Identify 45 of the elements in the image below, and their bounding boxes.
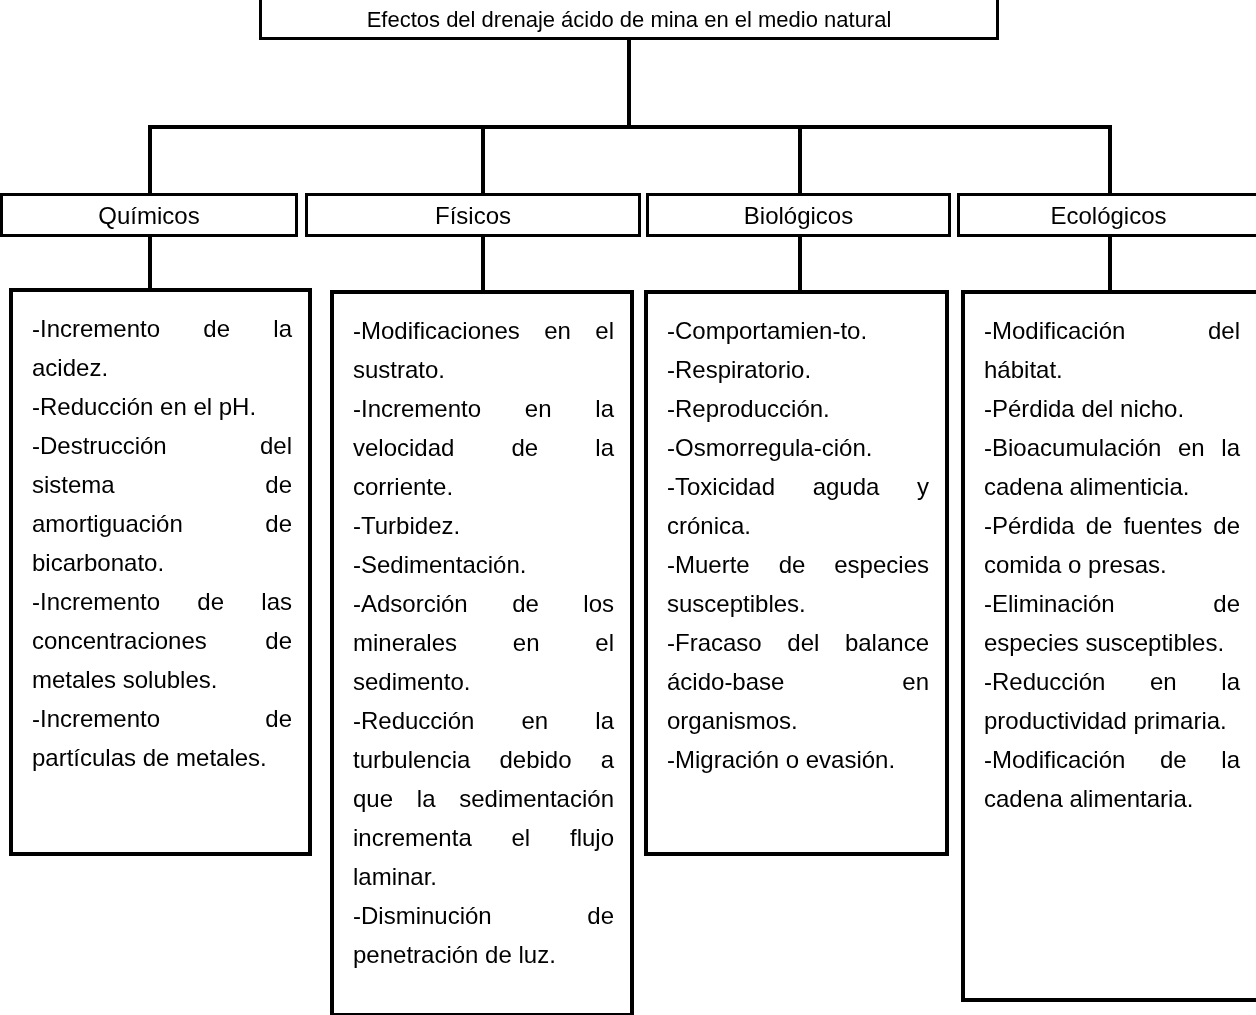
- effects-list-box: [330, 290, 634, 1015]
- connector-line: [481, 237, 485, 290]
- effect-item: -Incremento en la velocidad de la corriente.: [353, 394, 614, 502]
- effect-item: -Incremento de las concentraciones de metales solubles.: [32, 587, 292, 695]
- category-label: Físicos: [435, 201, 511, 231]
- effect-item: -Reducción en la productividad primaria.: [984, 667, 1240, 736]
- category-label: Ecológicos: [1050, 201, 1167, 231]
- effect-item: -Pérdida de fuentes de comida o presas.: [984, 511, 1240, 580]
- connector-line: [148, 237, 152, 288]
- category-box: [646, 193, 951, 237]
- category-box: [957, 193, 1256, 237]
- category-label: Químicos: [98, 201, 200, 231]
- title-text: Efectos del drenaje ácido de mina en el medio natural: [366, 6, 892, 34]
- effect-item: -Fracaso del balance ácido-base en organismos.: [667, 628, 929, 736]
- effect-item: -Bioacumulación en la cadena alimenticia.: [984, 433, 1240, 502]
- effect-item: -Comportamien-to.: [667, 316, 869, 346]
- category-box: [0, 193, 298, 237]
- effect-item: -Incremento de la acidez.: [32, 314, 292, 383]
- effect-item: -Pérdida del nicho.: [984, 394, 1186, 424]
- effect-item: -Disminución de penetración de luz.: [353, 901, 614, 970]
- effect-item: -Muerte de especies susceptibles.: [667, 550, 929, 619]
- category-box: [305, 193, 641, 237]
- effects-list-box: [961, 290, 1256, 1002]
- effect-item: -Destrucción del sistema de amortiguación de bicarbonato.: [32, 431, 292, 578]
- effect-item: -Reproducción.: [667, 394, 831, 424]
- title-box: [259, 0, 999, 40]
- effects-list-box: [644, 290, 949, 856]
- effect-item: -Adsorción de los minerales en el sedimento.: [353, 589, 614, 697]
- effect-item: -Osmorregula-ción.: [667, 433, 874, 463]
- connector-line: [798, 237, 802, 290]
- effect-item: -Incremento de partículas de metales.: [32, 704, 292, 773]
- effect-item: -Migración o evasión.: [667, 745, 897, 775]
- effect-item: -Turbidez.: [353, 511, 462, 541]
- effect-item: -Eliminación de especies susceptibles.: [984, 589, 1240, 658]
- effect-item: -Modificaciones en el sustrato.: [353, 316, 614, 385]
- effect-item: -Modificación del hábitat.: [984, 316, 1240, 385]
- effect-item: -Reducción en el pH.: [32, 392, 258, 422]
- effect-item: -Reducción en la turbulencia debido a que la sedimentación incrementa el flujo laminar.: [353, 706, 614, 892]
- effect-item: -Modificación de la cadena alimentaria.: [984, 745, 1240, 814]
- connector-line: [1108, 237, 1112, 290]
- effect-item: -Respiratorio.: [667, 355, 813, 385]
- effect-item: -Toxicidad aguda y crónica.: [667, 472, 929, 541]
- effects-list-box: [9, 288, 312, 856]
- category-label: Biológicos: [743, 201, 854, 231]
- effect-item: -Sedimentación.: [353, 550, 528, 580]
